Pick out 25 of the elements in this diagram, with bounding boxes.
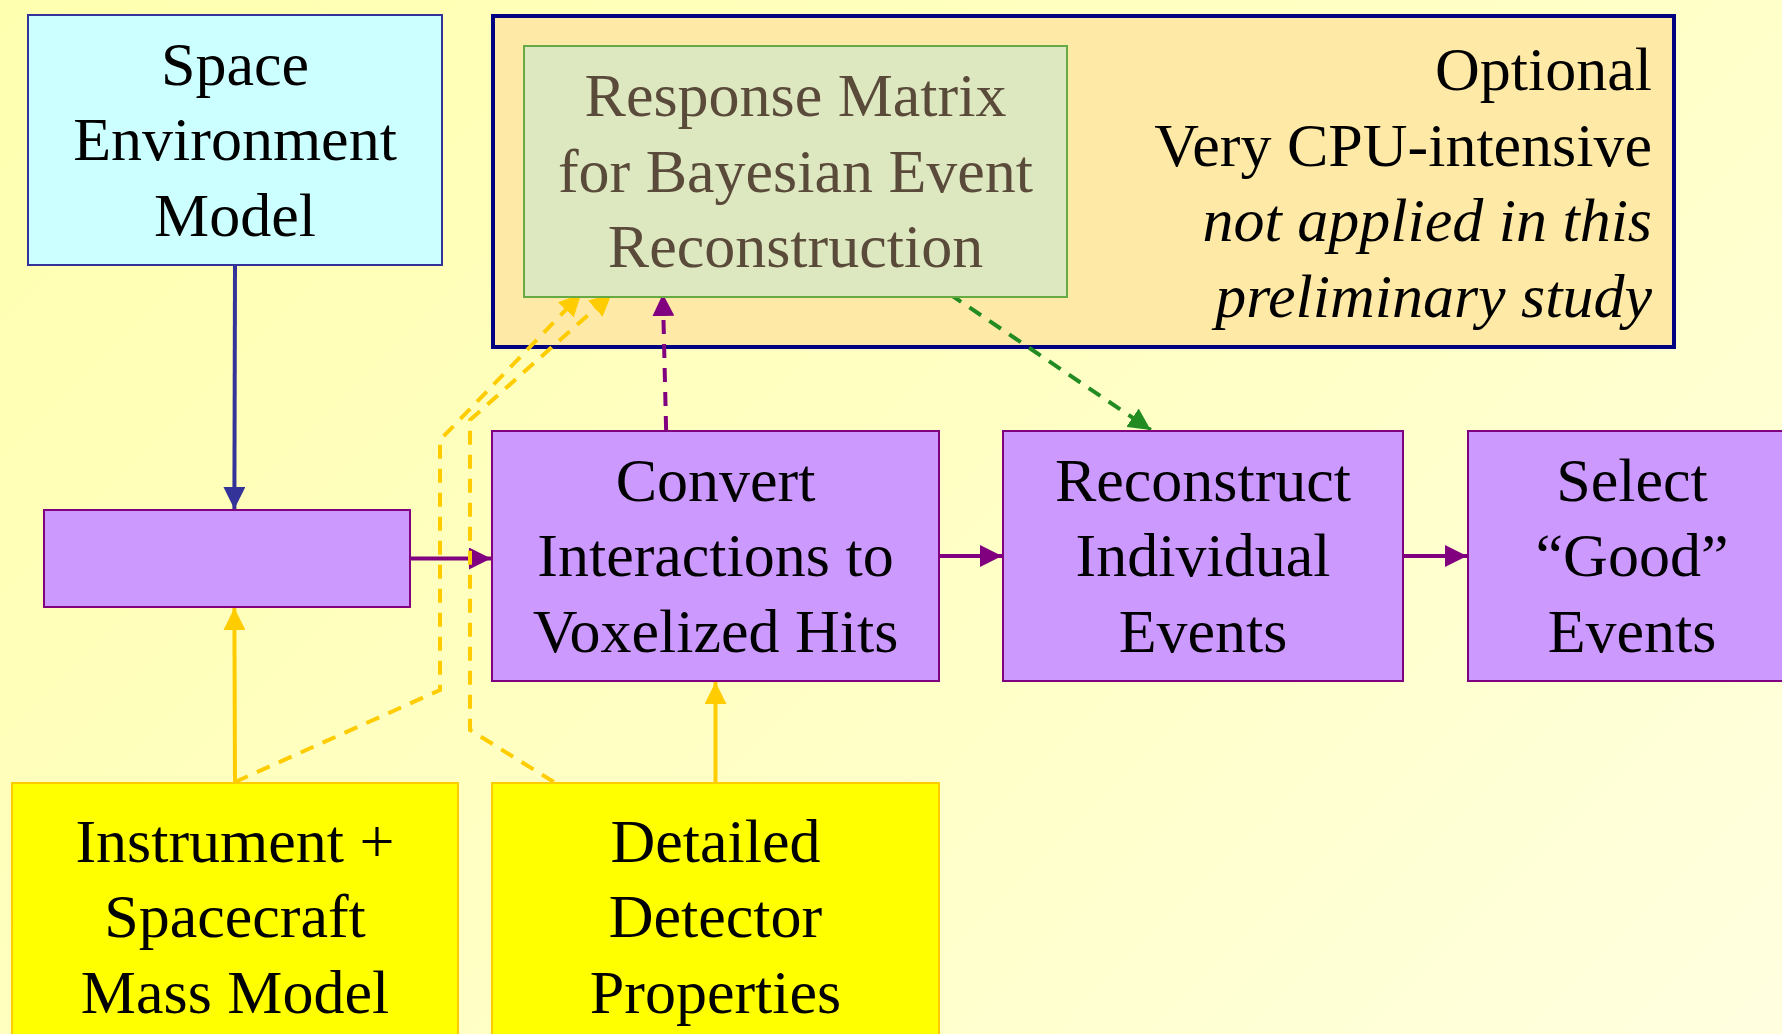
input-box (491, 782, 940, 1034)
note-text: Very CPU-intensive (1153, 109, 1652, 181)
arrow (223, 266, 246, 509)
box-label: Convert Interactions to Voxelized Hits (531, 444, 900, 667)
process-box (1467, 430, 1782, 682)
box-label: Instrument + Spacecraft Mass Model (74, 805, 396, 1028)
box-label: Space Environment Model (72, 28, 398, 251)
arrow (1404, 545, 1467, 567)
arrow (411, 547, 491, 570)
process-box (1002, 430, 1404, 682)
process-box (43, 509, 411, 608)
arrow (940, 545, 1002, 567)
box-label: Select “Good” Events (1534, 444, 1730, 667)
box-label: Reconstruct Individual Events (1053, 444, 1353, 667)
arrow (223, 608, 246, 782)
arrow (704, 682, 727, 782)
optional-group-panel (491, 14, 1676, 349)
box-label: Response Matrix for Bayesian Event Reconstruction (556, 60, 1035, 283)
box-label: Detailed Detector Properties (588, 805, 843, 1028)
input-box (11, 782, 459, 1034)
input-box (27, 14, 443, 266)
process-box (491, 430, 940, 682)
process-box (523, 45, 1068, 298)
note-text: Optional (1434, 34, 1652, 105)
note-text: not applied in this preliminary study (1201, 185, 1652, 332)
